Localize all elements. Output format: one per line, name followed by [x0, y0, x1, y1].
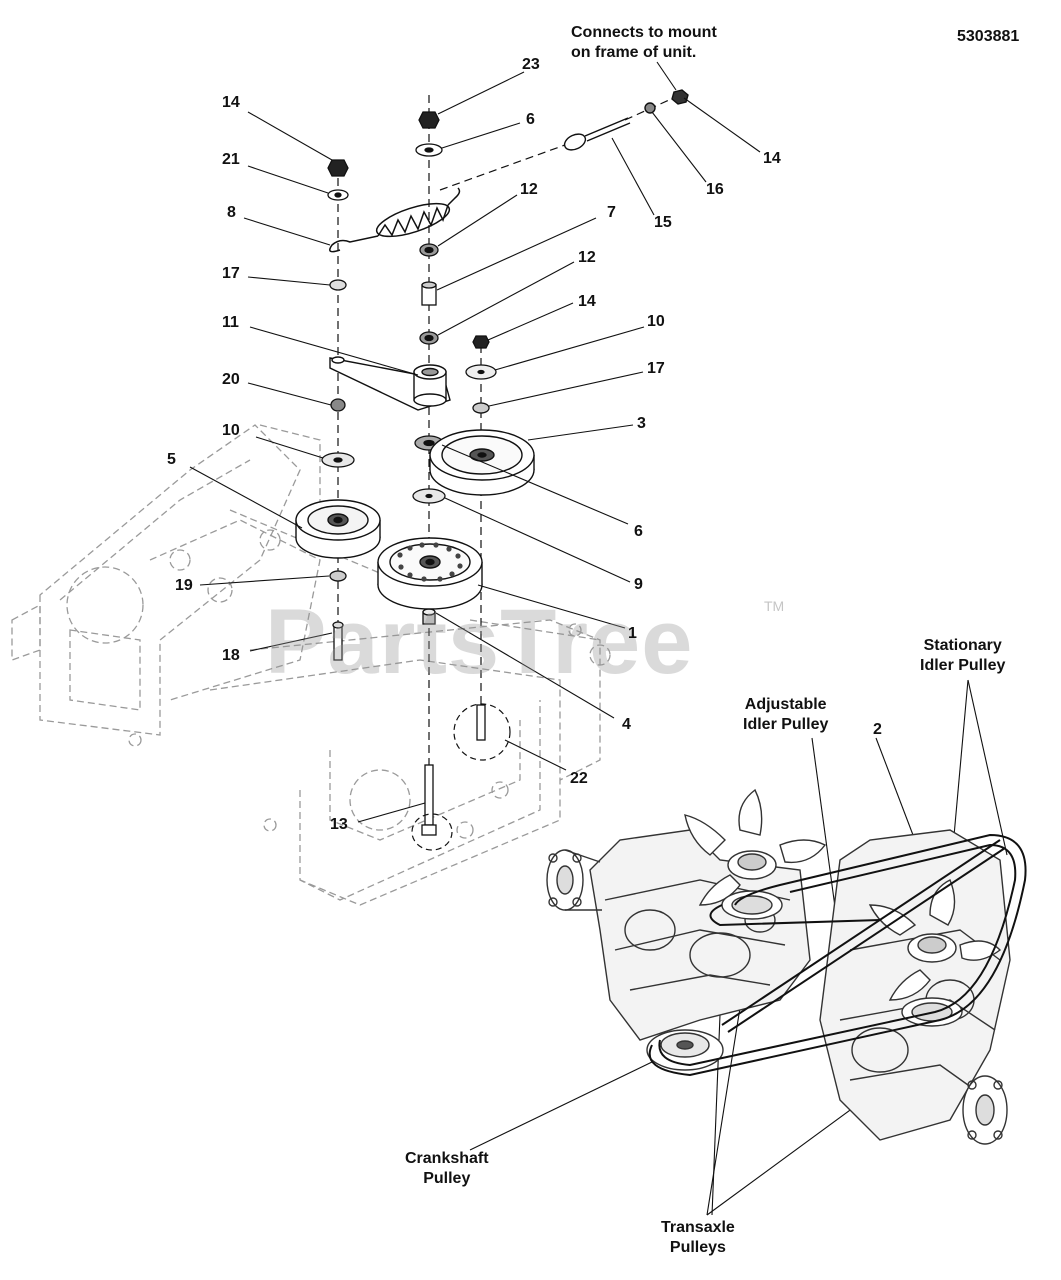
callout-15[interactable]: 15	[654, 214, 672, 231]
note-connects-line1: Connects to mount	[571, 24, 717, 41]
callout-20[interactable]: 20	[222, 371, 240, 388]
callout-19[interactable]: 19	[175, 577, 193, 594]
callout-18[interactable]: 18	[222, 647, 240, 664]
note-stationary-idler-pulley: Stationary Idler Pulley	[920, 636, 1005, 676]
callout-2[interactable]: 2	[873, 721, 882, 738]
left-hardware-stack	[321, 159, 355, 661]
note-transaxle-pulleys: Transaxle Pulleys	[661, 1218, 735, 1258]
callout-16[interactable]: 16	[706, 181, 724, 198]
note-transaxle-line1: Transaxle	[661, 1219, 735, 1236]
callout-14-center[interactable]: 14	[578, 293, 596, 310]
frame-outline	[11, 424, 611, 906]
right-hardware-stack	[465, 335, 497, 741]
drive-belt	[648, 833, 1027, 1077]
transaxle-assembly	[546, 788, 1011, 1145]
note-stationary-line2: Idler Pulley	[920, 657, 1006, 674]
pulley-1	[377, 537, 483, 610]
note-crankshaft-pulley: Crankshaft Pulley	[405, 1149, 489, 1189]
callout-3[interactable]: 3	[637, 415, 646, 432]
callout-6-lower[interactable]: 6	[634, 523, 643, 540]
callout-14-right[interactable]: 14	[763, 150, 781, 167]
callout-11[interactable]: 11	[222, 314, 239, 331]
note-adjustable-line1: Adjustable	[744, 696, 827, 713]
idler-arm	[329, 356, 451, 411]
callout-4[interactable]: 4	[622, 716, 631, 733]
callout-12-lower[interactable]: 12	[578, 249, 596, 266]
partstree-watermark: PartsTree	[265, 591, 694, 693]
note-connects-line2: on frame of unit.	[571, 44, 697, 61]
callout-17-left[interactable]: 17	[222, 265, 240, 282]
callout-14-left[interactable]: 14	[222, 94, 240, 111]
callout-21[interactable]: 21	[222, 151, 240, 168]
note-crankshaft-line1: Crankshaft	[405, 1150, 489, 1167]
callout-17-right[interactable]: 17	[647, 360, 665, 377]
callout-5[interactable]: 5	[167, 451, 176, 468]
note-crankshaft-line2: Pulley	[423, 1170, 471, 1187]
callout-9[interactable]: 9	[634, 576, 643, 593]
pulley-5	[295, 499, 381, 559]
note-connects-to-mount: Connects to mount on frame of unit.	[571, 23, 717, 63]
callout-6-upper[interactable]: 6	[526, 111, 535, 128]
callout-23[interactable]: 23	[522, 56, 540, 73]
pulley-3	[429, 429, 535, 496]
callout-1[interactable]: 1	[628, 625, 637, 642]
adjustment-rod	[563, 89, 689, 151]
callout-10-right[interactable]: 10	[647, 313, 665, 330]
callout-22[interactable]: 22	[570, 770, 588, 787]
center-hardware-stack	[412, 111, 446, 836]
leader-lines	[189, 61, 1008, 1216]
tension-spring	[329, 187, 461, 253]
callout-12-upper[interactable]: 12	[520, 181, 538, 198]
note-stationary-line1: Stationary	[923, 637, 1002, 654]
callout-13[interactable]: 13	[330, 816, 348, 833]
detail-circles	[411, 703, 511, 851]
note-adjustable-line2: Idler Pulley	[743, 716, 829, 733]
callout-10-left[interactable]: 10	[222, 422, 240, 439]
callout-7[interactable]: 7	[607, 204, 616, 221]
note-adjustable-idler-pulley: Adjustable Idler Pulley	[743, 695, 828, 735]
callout-8[interactable]: 8	[227, 204, 236, 221]
note-transaxle-line2: Pulleys	[669, 1239, 726, 1256]
diagram-part-number: 5303881	[957, 28, 1020, 45]
trademark-mark: TM	[764, 598, 785, 614]
